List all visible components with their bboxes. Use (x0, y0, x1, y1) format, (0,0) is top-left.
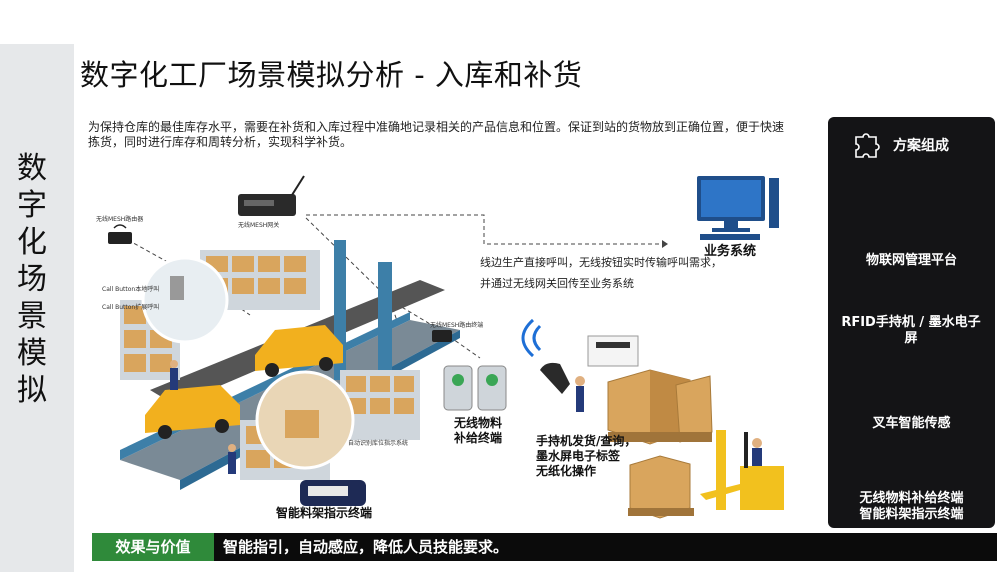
workers (170, 360, 762, 478)
shelf-terminal-label: 智能料架指示终端 (276, 506, 373, 520)
handheld-scanner (521, 318, 570, 394)
side-title-char: 化 (17, 225, 47, 260)
zoom-callbutton (141, 256, 229, 344)
panel-item-rfid: RFID手持机 / 墨水电子屏 (841, 315, 981, 346)
side-title-char: 拟 (17, 373, 47, 408)
call-button-label-2: Call Button扩展呼叫 (102, 304, 160, 311)
side-title-char: 数 (17, 151, 47, 186)
handheld-label: 手持机发货/查询， 墨水屏电子标签 无纸化操作 (536, 434, 637, 478)
shelf-indicator-terminal (300, 480, 366, 506)
call-note-line-1: 线边生产直接呼叫，无线按钮实时传输呼叫需求， (480, 256, 722, 269)
side-title: 数字化场景模拟 (0, 150, 64, 409)
mesh-router-device (108, 224, 132, 244)
panel-item-forklift-sensor: 叉车智能传感 (872, 416, 951, 431)
pallet-boxes (607, 369, 713, 519)
value-text: 智能指引，自动感应，降低人员技能要求。 (223, 538, 509, 556)
intro-paragraph: 为保持仓库的最佳库存水平，需要在补货和入库过程中准确地记录相关的产品信息和位置。… (88, 120, 785, 149)
e-paper-label (587, 335, 639, 367)
business-system-label: 业务系统 (704, 244, 757, 259)
panel-header-label: 方案组成 (893, 138, 949, 154)
call-note-line-2: 并通过无线网关回传至业务系统 (480, 277, 634, 290)
business-system-monitor (697, 176, 779, 240)
wireless-terminal-label: 无线物料 补给终端 (454, 416, 503, 445)
panel-header: 方案组成 (828, 117, 995, 167)
gateway-label: 无线MESH网关 (238, 222, 280, 229)
puzzle-icon (855, 133, 880, 158)
wireless-supply-terminals (443, 365, 507, 411)
side-title-char: 字 (17, 188, 47, 223)
terminal-label: 无线MESH路由终端 (430, 322, 484, 329)
side-title-char: 景 (17, 299, 47, 334)
side-title-char: 场 (17, 262, 47, 297)
forklift (700, 430, 784, 510)
side-band (0, 44, 74, 572)
value-bar (92, 533, 997, 561)
mesh-terminal-device (432, 330, 452, 342)
mesh-gateway-device (238, 175, 305, 216)
panel-item-terminals: 无线物料补给终端 智能料架指示终端 (859, 491, 964, 522)
call-button-label-1: Call Button本地呼叫 (102, 286, 160, 293)
side-title-char: 模 (17, 336, 47, 371)
page-title: 数字化工厂场景模拟分析 - 入库和补货 (80, 58, 583, 92)
solution-panel: 方案组成 物联网管理平台 RFID手持机 / 墨水电子屏 叉车智能传感 无线物料… (828, 117, 995, 528)
rack-node-label: 自动识别库位指示系统 (348, 440, 409, 447)
router-label: 无线MESH路由器 (96, 216, 144, 223)
value-tag: 效果与价值 (92, 533, 214, 561)
cars-on-line (145, 325, 343, 439)
panel-item-iot-platform: 物联网管理平台 (865, 253, 957, 268)
